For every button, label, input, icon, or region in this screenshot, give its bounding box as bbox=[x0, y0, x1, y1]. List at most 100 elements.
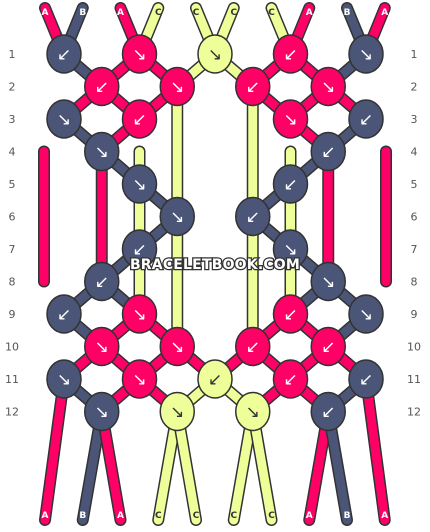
strand-label-top: C bbox=[268, 8, 275, 18]
knot: ↘ bbox=[159, 326, 195, 367]
knot-direction-arrow: ↙ bbox=[246, 78, 260, 98]
row-number-right: 5 bbox=[411, 178, 418, 191]
knot-direction-arrow: ↘ bbox=[246, 403, 260, 423]
strand-label-bottom: A bbox=[306, 511, 313, 521]
row-number-left: 1 bbox=[9, 48, 16, 61]
strand-label-bottom: B bbox=[344, 511, 351, 521]
strand-label-top: C bbox=[193, 8, 200, 18]
knot-direction-arrow: ↘ bbox=[170, 208, 184, 228]
knot: ↙ bbox=[197, 359, 233, 399]
knot-direction-arrow: ↙ bbox=[283, 45, 297, 65]
knot: ↙ bbox=[235, 66, 271, 107]
knot: ↙ bbox=[84, 66, 120, 107]
row-number-right: 4 bbox=[411, 146, 418, 159]
row-number-left: 7 bbox=[9, 243, 16, 256]
knot: ↘ bbox=[159, 391, 195, 432]
strand-label-top: A bbox=[117, 8, 124, 18]
knot: ↙ bbox=[348, 359, 384, 399]
knot: ↙ bbox=[310, 131, 346, 172]
knot-direction-arrow: ↙ bbox=[321, 338, 335, 358]
strand-label-top: A bbox=[381, 8, 388, 18]
knot-direction-arrow: ↘ bbox=[208, 45, 222, 65]
strand-label-bottom: C bbox=[193, 511, 200, 521]
row-number-left: 8 bbox=[9, 276, 16, 289]
knot: ↘ bbox=[84, 131, 120, 172]
knot: ↘ bbox=[159, 196, 195, 237]
knot: ↙ bbox=[310, 391, 346, 432]
knot-direction-arrow: ↘ bbox=[170, 403, 184, 423]
strand-label-bottom: A bbox=[117, 511, 124, 521]
row-number-left: 6 bbox=[9, 211, 16, 224]
strand-label-top: A bbox=[306, 8, 313, 18]
knot-direction-arrow: ↙ bbox=[95, 78, 109, 98]
knot-direction-arrow: ↙ bbox=[95, 273, 109, 293]
row-number-right: 11 bbox=[407, 373, 421, 386]
strand-bottom-9 bbox=[360, 373, 391, 526]
knot: ↙ bbox=[272, 164, 309, 204]
knot-direction-arrow: ↘ bbox=[57, 110, 71, 130]
knot-direction-arrow: ↙ bbox=[283, 370, 297, 390]
row-number-left: 3 bbox=[9, 113, 16, 126]
knot: ↘ bbox=[46, 359, 82, 399]
row-number-right: 2 bbox=[411, 81, 418, 94]
watermark: BRACELETBOOK.COM bbox=[130, 257, 300, 273]
knot-direction-arrow: ↙ bbox=[57, 45, 71, 65]
knot: ↘ bbox=[310, 261, 346, 302]
knot-direction-arrow: ↙ bbox=[321, 143, 335, 163]
strand-label-bottom: C bbox=[155, 511, 162, 521]
row-number-right: 12 bbox=[407, 406, 421, 419]
knot: ↙ bbox=[310, 326, 346, 367]
knot: ↙ bbox=[121, 229, 158, 269]
knot-direction-arrow: ↘ bbox=[57, 370, 71, 390]
knot: ↘ bbox=[121, 294, 158, 334]
strand-label-bottom: A bbox=[381, 511, 388, 521]
knot: ↘ bbox=[121, 359, 158, 399]
strand-label-bottom: B bbox=[79, 511, 86, 521]
knot-direction-arrow: ↘ bbox=[321, 273, 335, 293]
knot-direction-arrow: ↘ bbox=[321, 78, 335, 98]
row-number-right: 1 bbox=[411, 48, 418, 61]
knot-layer: ↙↘↘↙↘↙↘↙↘↘↙↘↙↘↙↘↙↘↙↙↘↙↘↙↘↙↘↘↘↙↙↘↘↙↙↙↘↘↘↙ bbox=[46, 34, 384, 432]
knot-direction-arrow: ↘ bbox=[283, 110, 297, 130]
row-number-left: 9 bbox=[9, 308, 16, 321]
knot-direction-arrow: ↘ bbox=[132, 175, 146, 195]
knot-direction-arrow: ↙ bbox=[359, 110, 373, 130]
row-number-right: 10 bbox=[407, 341, 421, 354]
knot: ↘ bbox=[235, 391, 271, 432]
row-number-left: 11 bbox=[5, 373, 19, 386]
knot-direction-arrow: ↙ bbox=[132, 110, 146, 130]
knot: ↘ bbox=[272, 229, 309, 269]
knot: ↘ bbox=[84, 326, 120, 367]
knot: ↘ bbox=[310, 66, 346, 107]
knot-direction-arrow: ↙ bbox=[283, 305, 297, 325]
knot-direction-arrow: ↘ bbox=[95, 403, 109, 423]
row-number-left: 5 bbox=[9, 178, 16, 191]
strand-label-top: B bbox=[344, 8, 351, 18]
strand-label-bottom: C bbox=[230, 511, 237, 521]
knot-direction-arrow: ↘ bbox=[95, 338, 109, 358]
knot-direction-arrow: ↘ bbox=[283, 240, 297, 260]
knot: ↙ bbox=[46, 294, 82, 334]
knot: ↙ bbox=[272, 34, 309, 74]
knot: ↘ bbox=[348, 34, 384, 74]
row-number-left: 12 bbox=[5, 406, 19, 419]
row-number-right: 3 bbox=[411, 113, 418, 126]
knot-direction-arrow: ↙ bbox=[359, 370, 373, 390]
row-number-right: 9 bbox=[411, 308, 418, 321]
strand-label-top: C bbox=[155, 8, 162, 18]
row-number-left: 4 bbox=[9, 146, 16, 159]
knot: ↘ bbox=[121, 164, 158, 204]
knot: ↙ bbox=[84, 261, 120, 302]
knot-direction-arrow: ↘ bbox=[132, 45, 146, 65]
knot: ↙ bbox=[235, 326, 271, 367]
knot-direction-arrow: ↘ bbox=[170, 78, 184, 98]
knot-direction-arrow: ↘ bbox=[359, 45, 373, 65]
knot-direction-arrow: ↘ bbox=[95, 143, 109, 163]
knot: ↘ bbox=[348, 294, 384, 334]
knot-direction-arrow: ↙ bbox=[246, 338, 260, 358]
knot: ↙ bbox=[121, 99, 158, 139]
knot: ↘ bbox=[159, 66, 195, 107]
strand-label-top: C bbox=[230, 8, 237, 18]
